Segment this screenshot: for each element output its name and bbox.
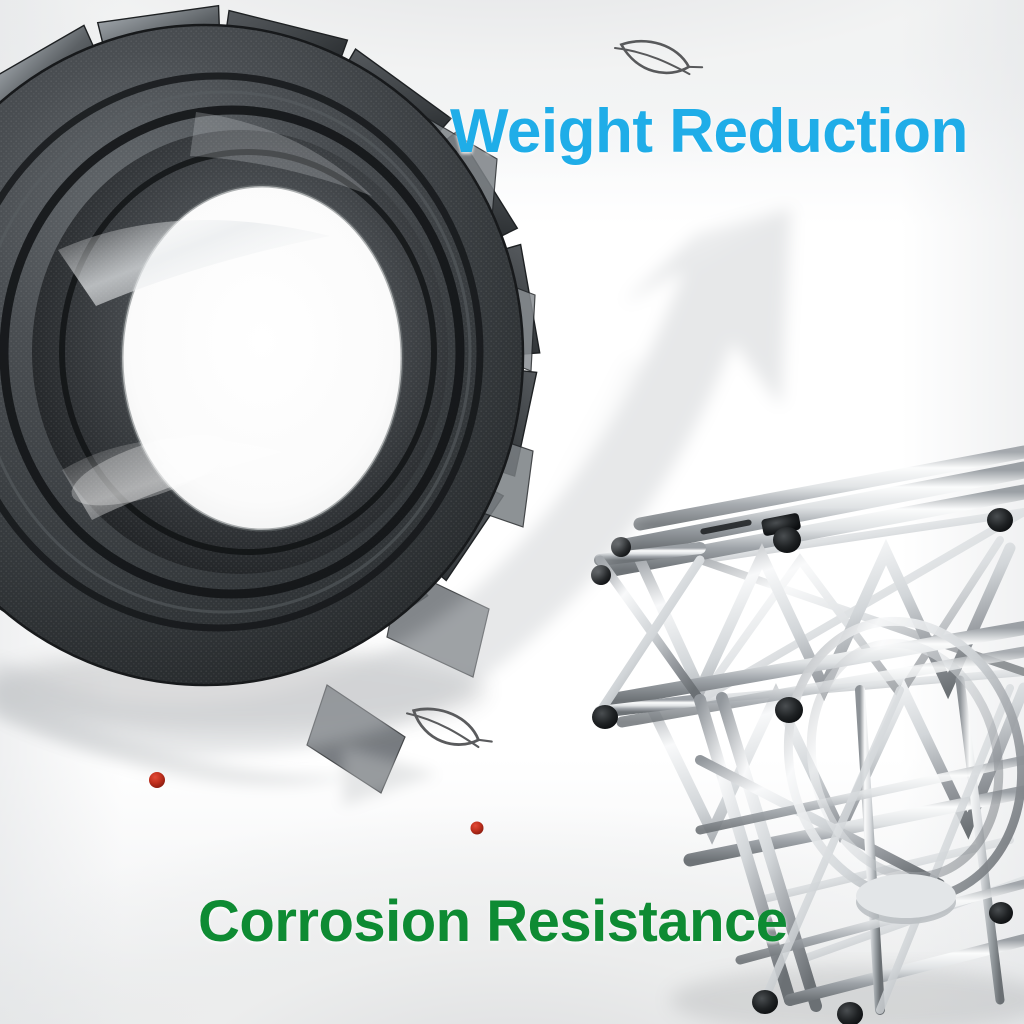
truss-disc-top bbox=[856, 874, 956, 918]
weight-reduction-label: Weight Reduction bbox=[450, 97, 968, 166]
feather-icon-middle bbox=[405, 707, 493, 749]
truss-left-bay bbox=[594, 542, 706, 718]
green-arrow-shape bbox=[0, 673, 434, 792]
feather-icon-top bbox=[613, 39, 704, 76]
truss-top-chord bbox=[600, 445, 1024, 578]
truss-lower-leg bbox=[694, 675, 1024, 1015]
truss-node-caps bbox=[591, 508, 1013, 1024]
blue-arrow-shape bbox=[0, 196, 786, 746]
rust-dot-right bbox=[470, 821, 484, 835]
rust-dot-left bbox=[149, 772, 165, 788]
corrosion-resistance-label: Corrosion Resistance bbox=[198, 889, 788, 954]
tire-body bbox=[0, 23, 525, 687]
